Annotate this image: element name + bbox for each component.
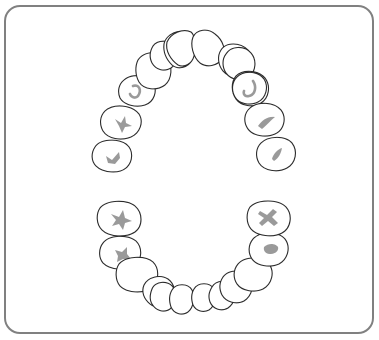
tooth-outline — [233, 72, 267, 104]
tooth-outline — [92, 140, 132, 172]
dental-chart-panel — [4, 5, 374, 334]
tooth-lower-left-1st-molar[interactable] — [247, 201, 290, 236]
tooth-outline — [101, 106, 142, 139]
tooth-upper-left-1st-molar[interactable] — [245, 103, 284, 136]
tooth-upper-right-2nd-molar[interactable] — [101, 106, 142, 139]
tooth-lower-right-central-incisor[interactable] — [170, 285, 194, 314]
dental-chart — [6, 7, 374, 334]
upper-arch — [92, 30, 295, 172]
tooth-outline — [170, 285, 194, 314]
lower-arch — [97, 201, 290, 314]
tooth-lower-right-1st-molar[interactable] — [97, 201, 141, 236]
tooth-upper-right-3rd-molar[interactable] — [92, 140, 132, 172]
tooth-upper-left-2nd-molar[interactable] — [257, 137, 296, 170]
tooth-lower-left-2nd-premolar[interactable] — [249, 233, 288, 266]
tooth-upper-left-2nd-premolar[interactable] — [233, 72, 267, 104]
